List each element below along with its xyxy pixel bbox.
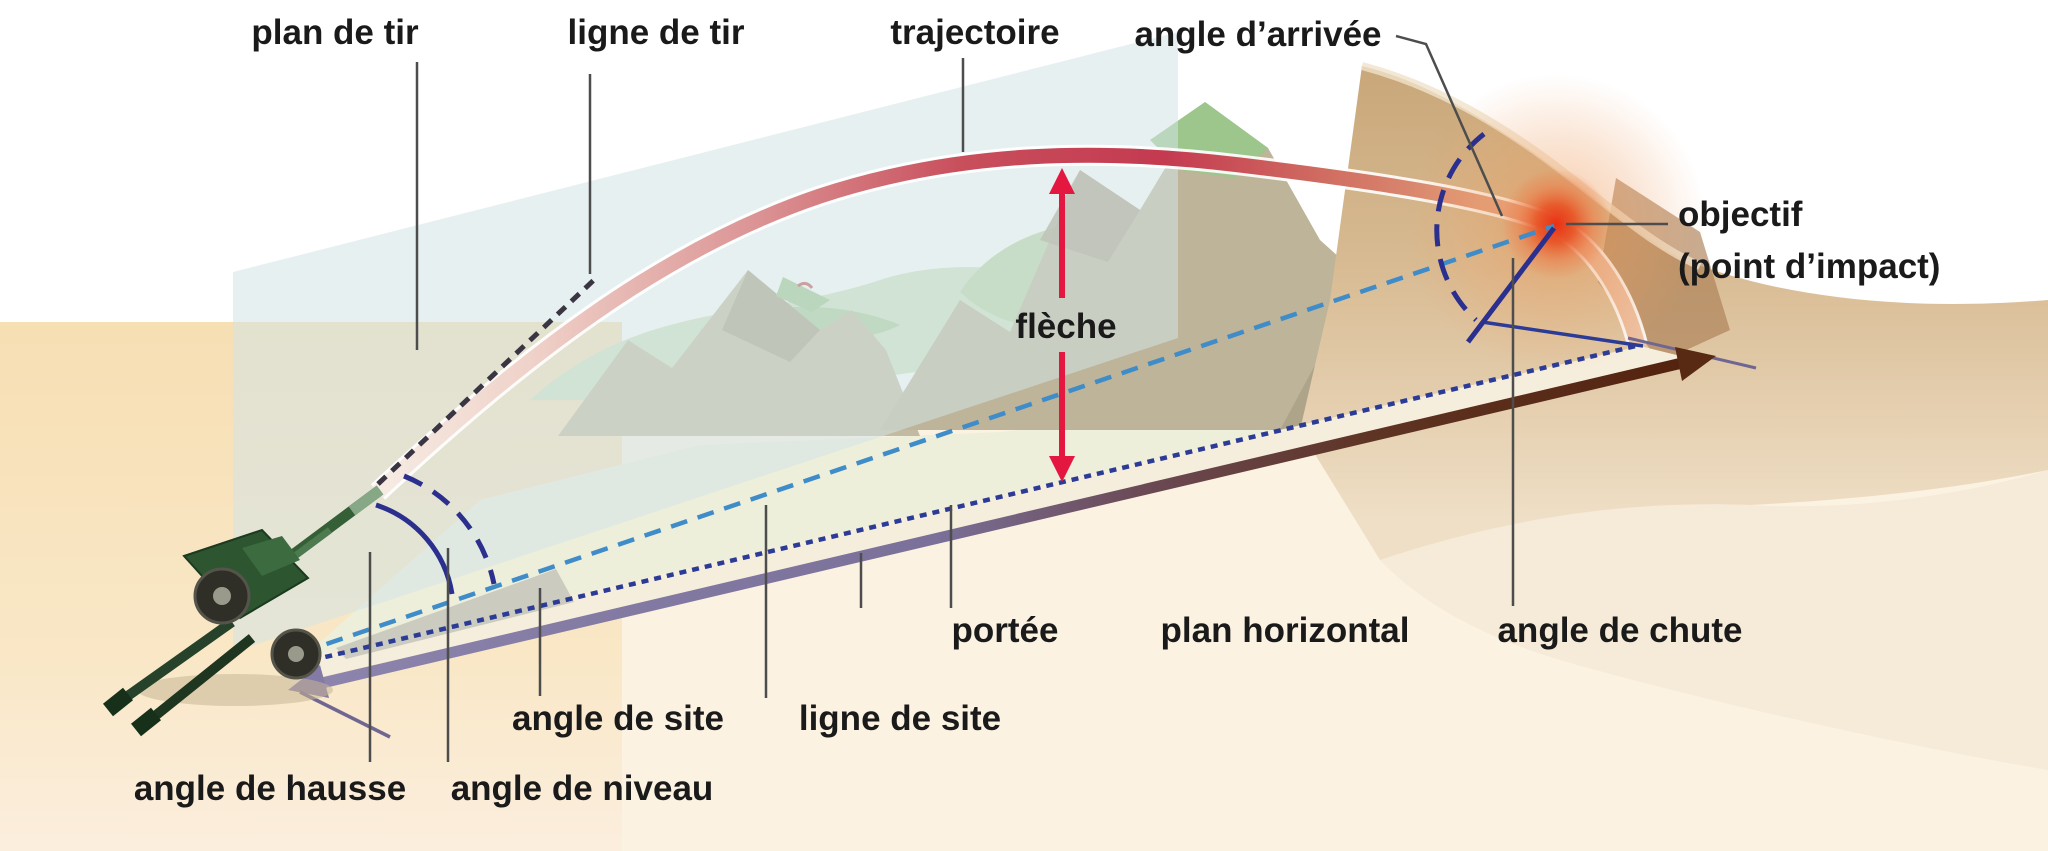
impact-core (1501, 169, 1611, 279)
cannon (103, 485, 384, 737)
label-plan-horizontal: plan horizontal (1161, 611, 1410, 650)
angle-arrivee-arc (1434, 132, 1486, 322)
impact-glow (1406, 74, 1706, 374)
label-plan-de-tir: plan de tir (251, 13, 419, 52)
portee-arrowhead-right (1675, 347, 1716, 381)
cannon-wheel-front-hub (288, 646, 304, 662)
cannon-wheel-rear-hub (213, 587, 231, 605)
label-trajectoire: trajectoire (890, 13, 1059, 52)
label-ligne-de-tir: ligne de tir (568, 13, 745, 52)
label-angle-de-site: angle de site (512, 699, 724, 738)
cannon-spade-left (103, 687, 133, 717)
cannon-muzzle (348, 485, 384, 516)
ligne-de-site-dashed (299, 223, 1555, 656)
cannon-trail-right (146, 634, 256, 724)
fleche-arrow (1049, 168, 1075, 482)
dunes-bottom-right (1380, 470, 2048, 770)
cannon-spade-right (131, 707, 161, 737)
label-angle-arrivee: angle d’arrivée (1134, 15, 1381, 54)
label-angle-de-niveau: angle de niveau (451, 769, 714, 808)
label-fleche: flèche (1015, 307, 1116, 346)
label-objectif-line2: (point d’impact) (1678, 247, 1940, 286)
label-portee: portée (952, 611, 1059, 650)
angle-de-site-wedge (336, 569, 574, 659)
portee-tail-line (299, 690, 391, 739)
cannon-mount (242, 536, 300, 576)
cannon-shadow (137, 674, 333, 706)
base-navy-segment (1481, 320, 1644, 348)
plan-horizontal-strip (290, 346, 1705, 684)
plan-de-tir-plane (233, 32, 1178, 652)
label-ligne-de-site: ligne de site (799, 699, 1001, 738)
leader-angle-arrivee (1395, 34, 1504, 217)
label-objectif-line1: objectif (1678, 195, 1803, 234)
ligne-de-tir-dashed (376, 276, 598, 486)
fleche-arrowhead-down (1049, 456, 1075, 482)
cannon-trail-left (119, 617, 235, 705)
angle-de-chute-line (1466, 226, 1556, 344)
labels: plan de tir ligne de tir trajectoire ang… (134, 13, 1941, 808)
label-angle-de-hausse: angle de hausse (134, 769, 406, 808)
fleche-arrowhead-up (1049, 168, 1075, 194)
angle-de-niveau-arc (403, 473, 497, 585)
leader-lines (368, 34, 1668, 762)
label-angle-de-chute: angle de chute (1497, 611, 1742, 650)
portee-band (320, 357, 1684, 689)
plan-horizontal-dotted (299, 342, 1641, 666)
